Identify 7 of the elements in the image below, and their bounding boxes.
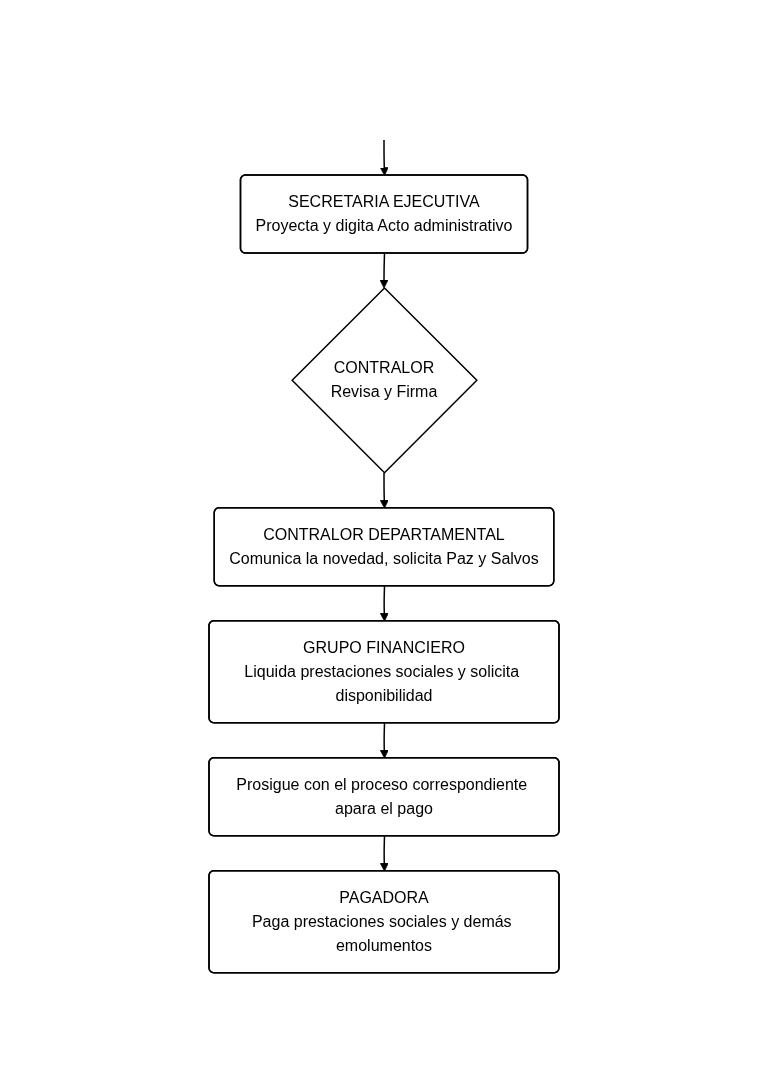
- arrow: [379, 722, 389, 759]
- arrow: [379, 472, 389, 509]
- arrow: [379, 835, 389, 872]
- node-diamond: CONTRALOR Revisa y Firma: [291, 287, 478, 474]
- arrow: [379, 585, 389, 622]
- arrow: [379, 139, 389, 177]
- arrow: [379, 252, 389, 289]
